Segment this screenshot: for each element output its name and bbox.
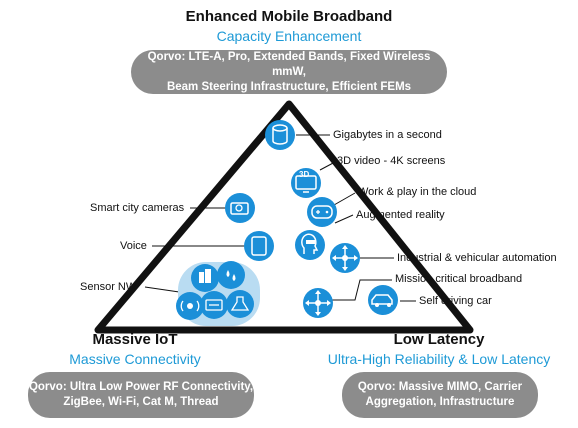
drops-icon [217, 261, 245, 289]
label-industrial: Industrial & vehicular automation [397, 252, 557, 264]
right-pill-brand: Qorvo: [357, 381, 396, 393]
ar-head-icon [295, 230, 325, 260]
label-3d-video: 3D video - 4K screens [337, 155, 446, 167]
3d-badge: 3D [299, 170, 310, 179]
3d-screen-icon [291, 168, 321, 198]
leader-3dvideo [319, 161, 336, 171]
tablet-icon [244, 231, 274, 261]
car-icon [368, 285, 398, 315]
top-pill-brand: Qorvo: [147, 50, 186, 63]
left-title: Massive IoT [92, 331, 178, 348]
top-pill-line1: LTE-A, Pro, Extended Bands, Fixed Wirele… [188, 50, 431, 78]
label-mission-critical: Mission critical broadband [395, 273, 523, 285]
leader-ar [334, 214, 354, 224]
leader-mission [320, 279, 392, 301]
top-pill-line2: Beam Steering Infrastructure, Efficient … [166, 80, 412, 93]
sensor-cluster [176, 261, 260, 326]
right-subtitle: Ultra-High Reliability & Low Latency [327, 351, 551, 367]
main-triangle [94, 100, 474, 334]
camera-icon [225, 193, 255, 223]
top-qorvo-pill: Qorvo: LTE-A, Pro, Extended Bands, Fixed… [131, 50, 447, 94]
top-subtitle: Capacity Enhancement [216, 28, 362, 44]
label-smart-city: Smart city cameras [90, 202, 185, 214]
label-voice: Voice [120, 240, 147, 252]
flask-icon [226, 290, 254, 318]
left-pill-line1: Ultra Low Power RF Connectivity, [69, 381, 254, 393]
right-pill-line2: Aggregation, Infrastructure [365, 396, 515, 408]
mission-arrows-icon [303, 288, 333, 318]
right-pill-line1: Massive MIMO, Carrier [398, 381, 523, 393]
left-subtitle: Massive Connectivity [69, 351, 201, 367]
right-qorvo-pill: Qorvo: Massive MIMO, Carrier Aggregation… [342, 372, 538, 418]
label-sensor-nw: Sensor NW [80, 281, 137, 293]
top-title: Enhanced Mobile Broadband [185, 8, 393, 25]
left-qorvo-pill: Qorvo: Ultra Low Power RF Connectivity, … [28, 372, 254, 418]
left-pill-brand: Qorvo: [28, 381, 67, 393]
leader-workplay [333, 192, 356, 206]
gamepad-icon [307, 197, 337, 227]
right-title: Low Latency [393, 331, 485, 348]
left-pill-line2: ZigBee, Wi-Fi, Cat M, Thread [63, 396, 219, 408]
network-arrows-icon [330, 243, 360, 273]
label-work-play: Work & play in the cloud [358, 186, 477, 198]
label-gigabytes: Gigabytes in a second [333, 129, 442, 141]
label-augmented-reality: Augmented reality [356, 209, 445, 221]
label-self-driving: Self driving car [419, 295, 492, 307]
database-icon [265, 120, 295, 150]
